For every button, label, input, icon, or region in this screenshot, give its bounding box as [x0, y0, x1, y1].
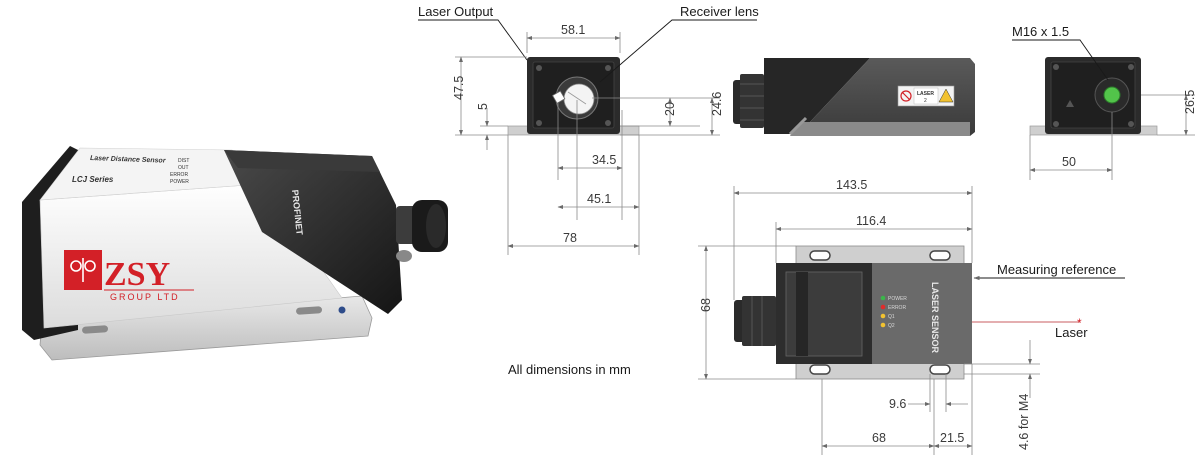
laser-warning-label: LASER 2	[897, 85, 955, 107]
product-photo: ZSY GROUP LTD Laser Distance Sensor LCJ …	[22, 146, 448, 361]
led-error	[880, 304, 886, 310]
laser-warning-icon	[938, 88, 954, 103]
housing-head-top	[224, 150, 380, 172]
m12-connector	[396, 200, 448, 262]
housing-head	[224, 150, 402, 314]
callout-receiver-lens: Receiver lens	[680, 4, 759, 19]
rear-view: M16 x 1.5 26.5 50	[1012, 24, 1197, 180]
led-label-4: POWER	[170, 179, 189, 185]
dim-9-6: 9.6	[889, 397, 906, 411]
series-label: LCJ Series	[72, 175, 114, 184]
dim-68-vertical: 68	[699, 298, 713, 312]
side-cable-gland	[733, 74, 764, 128]
side-head	[764, 58, 870, 134]
brand-name: ZSY	[104, 256, 170, 293]
led-q1	[880, 313, 886, 319]
dim-34-5: 34.5	[592, 153, 616, 167]
dim-68-horizontal: 68	[872, 431, 886, 445]
dim-20: 20	[663, 102, 677, 116]
profinet-label: PROFINET	[290, 189, 305, 236]
zsy-logo: ZSY GROUP LTD	[64, 250, 194, 302]
top-view: LASER SENSOR POWER ERROR Q1 Q2 Measuring…	[698, 178, 1125, 455]
dim-58-1: 58.1	[561, 23, 585, 37]
dim-45-1: 45.1	[587, 192, 611, 206]
led-label-1: DIST	[178, 158, 189, 164]
side-housing	[790, 58, 975, 136]
dim-50: 50	[1062, 155, 1076, 169]
plate-slot-left	[82, 325, 109, 334]
front-view: Laser Output Receiver lens 58.1 47.5 5 2…	[418, 4, 759, 255]
led-q2-label: Q2	[888, 323, 895, 329]
dim-78: 78	[563, 231, 577, 245]
dim-47-5: 47.5	[452, 76, 466, 100]
top-label: Laser Distance Sensor	[90, 155, 167, 165]
housing-top	[39, 147, 263, 201]
plate-slot-right	[296, 306, 323, 315]
warning-label-text: LASER	[917, 91, 934, 97]
led-q1-label: Q1	[888, 314, 895, 320]
callout-laser-output: Laser Output	[418, 4, 494, 19]
plate-screw	[338, 306, 346, 314]
led-label-3: ERROR	[170, 172, 188, 178]
led-power	[880, 295, 886, 301]
led-label-2: OUT	[178, 165, 189, 171]
side-view: LASER 2	[733, 58, 975, 136]
top-housing-label: LASER SENSOR	[930, 282, 940, 354]
brand-sub: GROUP LTD	[110, 292, 180, 302]
laser-star-icon: *	[1077, 316, 1082, 330]
dim-24-6: 24.6	[710, 92, 724, 116]
led-q2	[880, 322, 886, 328]
dim-5: 5	[476, 103, 490, 110]
top-cable-gland	[734, 296, 776, 346]
led-power-label: POWER	[888, 296, 907, 302]
callout-laser: Laser	[1055, 325, 1088, 340]
warning-class: 2	[924, 98, 927, 104]
dim-143-5: 143.5	[836, 178, 867, 192]
dim-116-4: 116.4	[856, 214, 886, 228]
dimensions-note: All dimensions in mm	[508, 362, 631, 377]
laser-output-window	[551, 90, 566, 104]
dim-mount-hole: 4.6 for M4	[1017, 394, 1031, 450]
dim-21-5: 21.5	[940, 431, 964, 445]
callout-measuring-reference: Measuring reference	[997, 262, 1116, 277]
no-look-icon	[900, 90, 912, 102]
led-error-label: ERROR	[888, 305, 906, 311]
thread-label: M16 x 1.5	[1012, 24, 1069, 39]
dim-26-5: 26.5	[1183, 90, 1197, 114]
